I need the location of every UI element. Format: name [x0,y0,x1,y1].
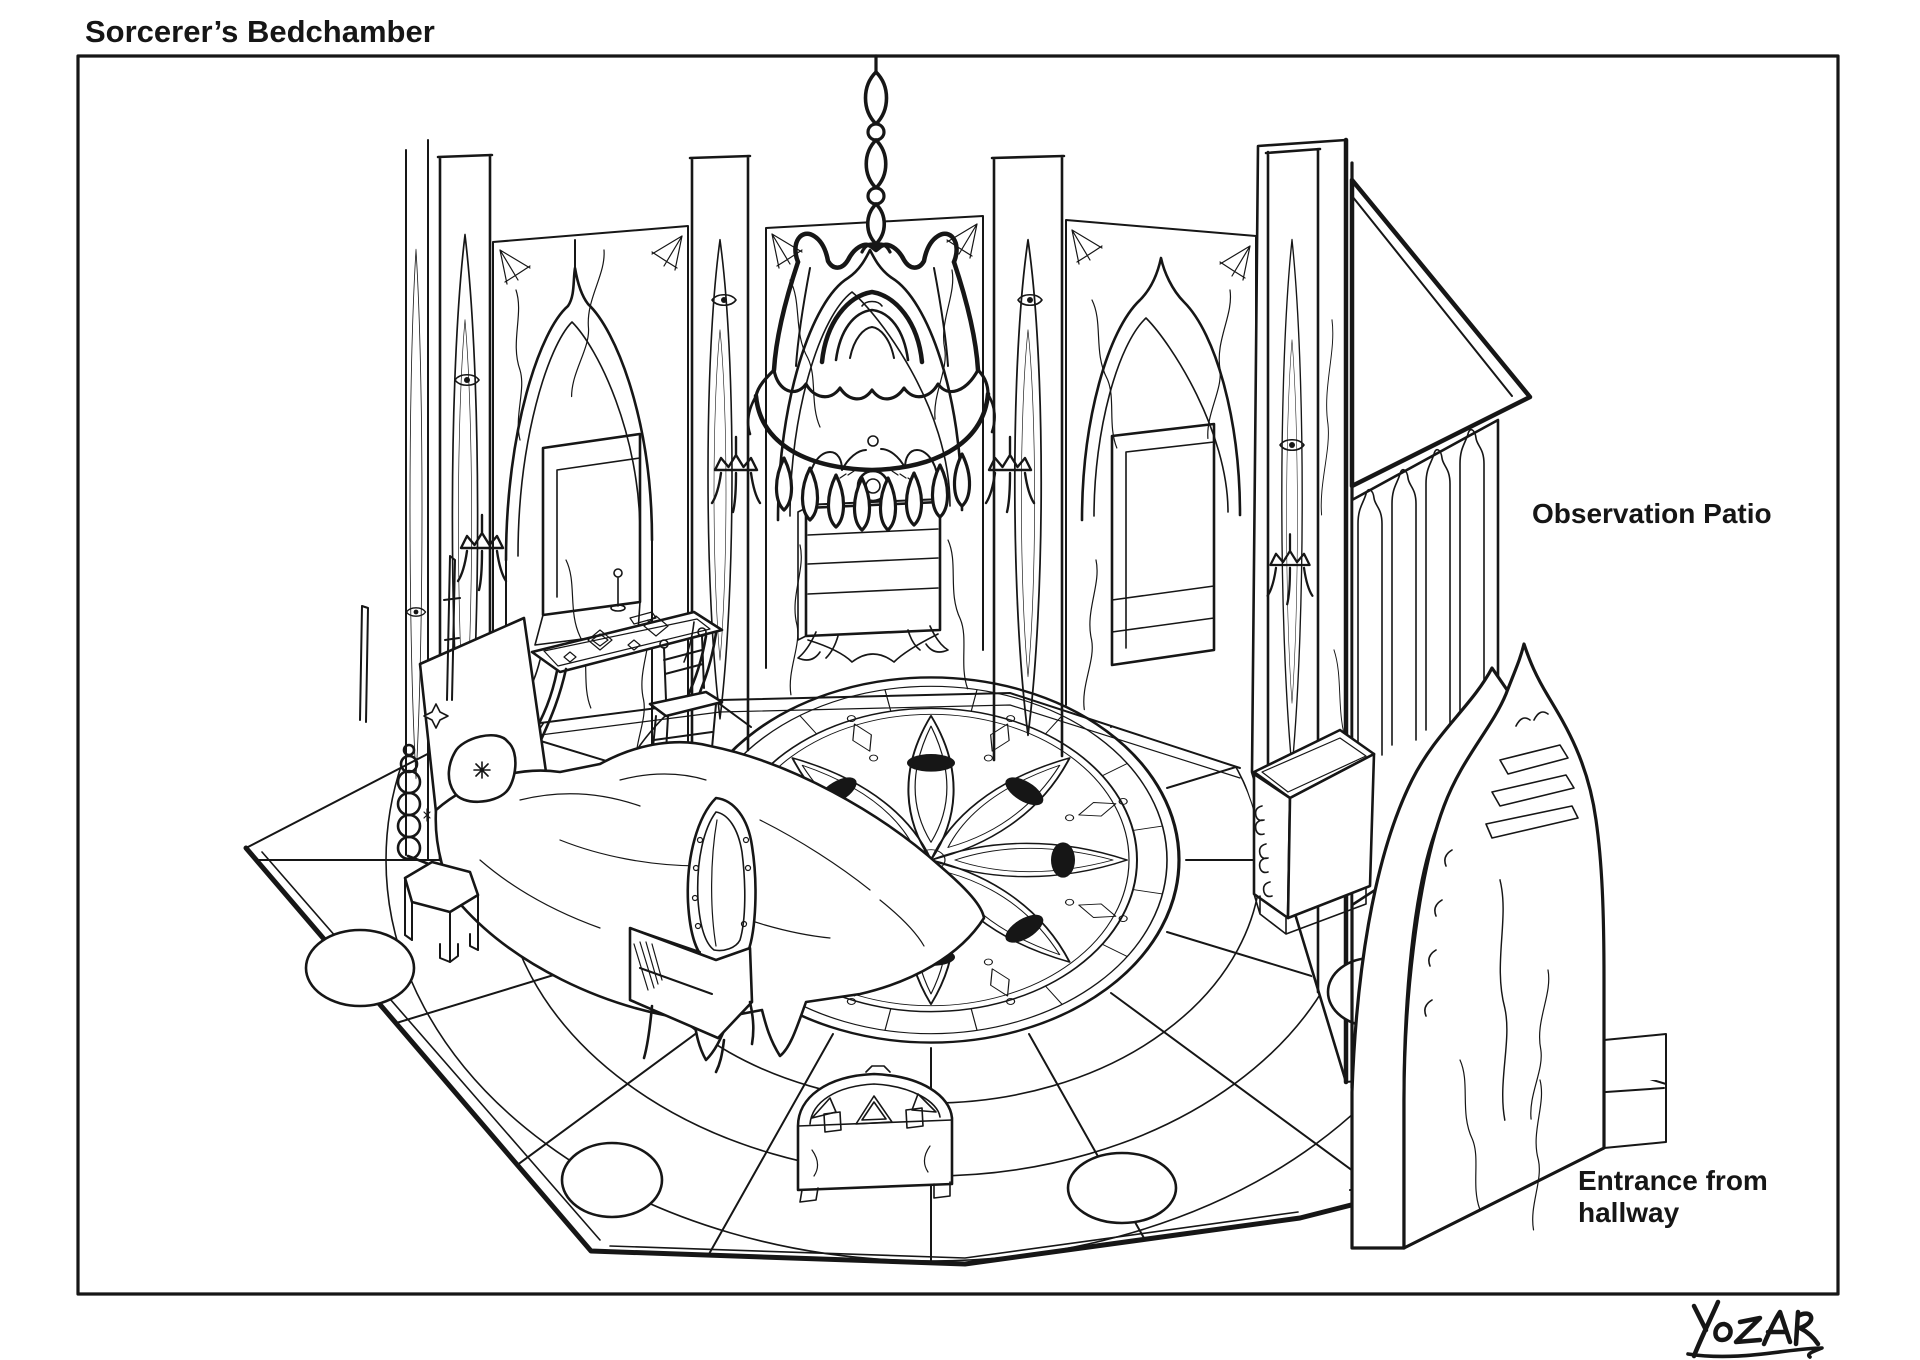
nightstand [403,860,480,963]
label-entrance-line2: hallway [1578,1197,1680,1228]
patio-arch-windows [1357,428,1485,761]
wingback-chair [628,796,757,1074]
storage-chest [796,1065,954,1203]
portal-carvings [1424,711,1579,1017]
pilaster-mid-right [984,154,1066,762]
alcove-panel [1065,219,1260,774]
portal-buttress [1350,666,1516,1250]
sphere-post [396,743,422,861]
entrance-portal [1350,642,1667,1250]
low-dresser [1252,728,1376,935]
pilaster-mid-left [688,154,762,757]
label-entrance-line1: Entrance from [1578,1165,1768,1196]
chair-seat [628,926,754,1040]
chandelier-teeth [774,452,972,532]
page-title: Sorcerer’s Bedchamber [85,14,435,49]
desk-chair [648,627,724,759]
round-floor-stone [304,928,416,1008]
chandelier [746,54,996,532]
portal-marble-slab [1402,642,1606,1250]
round-floor-stone [1066,1151,1178,1225]
label-observation-patio: Observation Patio [1532,498,1772,529]
round-floor-stone [560,1141,664,1219]
patio-roof [1349,177,1533,489]
artist-signature [1686,1299,1824,1359]
tall-dresser [797,435,949,663]
drawing-frame [76,54,1840,1296]
